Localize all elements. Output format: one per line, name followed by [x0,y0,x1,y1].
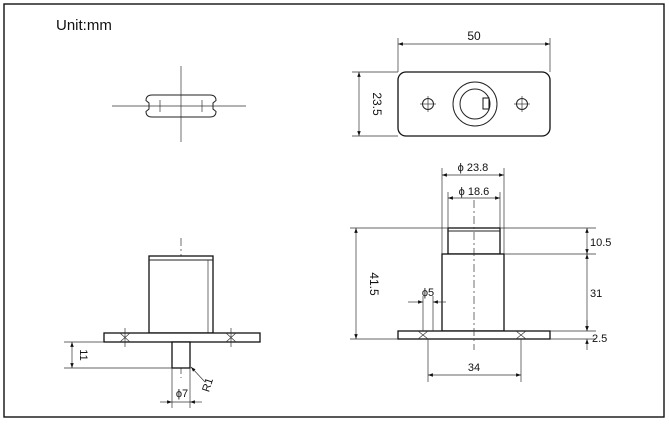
cap-height-dim-text: 10.5 [590,237,611,249]
drawing-border [3,3,665,418]
front-view-right: ϕ 23.8 ϕ 18.6 41.5 10.5 31 2.5 ϕ5 34 [350,162,611,382]
top-plate [397,71,551,137]
height-dim-text: 23.5 [370,92,384,116]
shaft-length-dim-text: 11 [77,349,89,360]
front-view-left: 11 ϕ7 R1 [64,238,261,408]
left-shaft [171,341,191,369]
key-notch [482,97,490,110]
hole-spacing-dim-text: 34 [468,362,480,374]
width-dim-text: 50 [467,29,481,43]
fillet-radius-text: R1 [200,377,216,394]
mounting-slot-view [112,66,246,142]
fillet-leader [190,366,206,383]
outer-dia-dim-text: ϕ 23.8 [458,162,489,174]
flange-thickness-dim-text: 2.5 [592,333,607,345]
unit-label: Unit:mm [56,17,112,34]
shaft-dia-dim-text: ϕ7 [176,388,188,400]
left-flange [103,332,261,343]
slot-outline [145,94,217,118]
hole-dia-dim-text: ϕ5 [422,287,434,299]
top-view: 50 23.5 [352,29,551,137]
right-body [441,253,505,332]
body-height-dim-text: 31 [590,288,602,300]
total-height-dim-text: 41.5 [367,272,381,296]
inner-dia-dim-text: ϕ 18.6 [459,186,490,198]
center-ring-outer [452,81,498,127]
center-ring-inner [459,88,491,120]
left-body [148,255,214,334]
